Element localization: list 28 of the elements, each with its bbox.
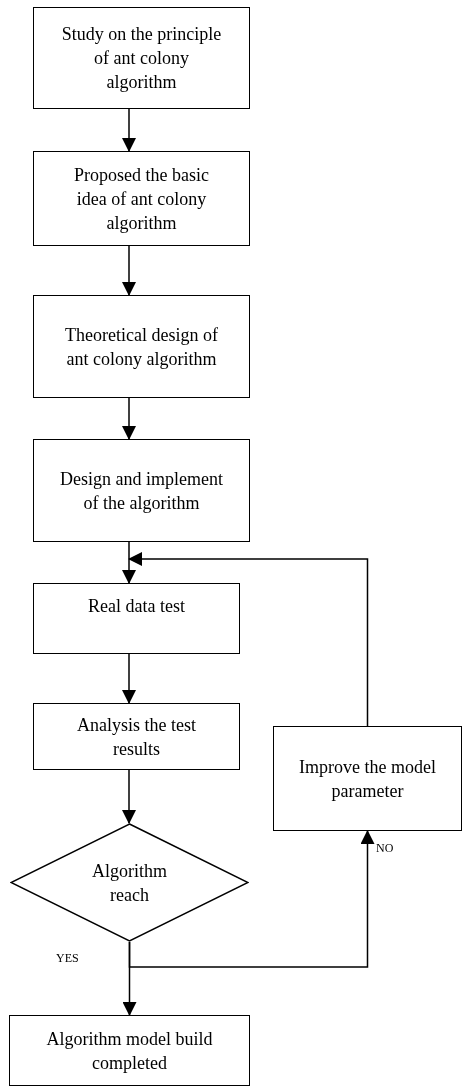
arrow	[128, 830, 375, 968]
arrow	[122, 541, 136, 584]
arrow	[122, 769, 136, 824]
process-box	[33, 439, 250, 542]
process-box	[33, 703, 240, 770]
process-box	[33, 151, 250, 246]
box-label: Improve the model parameter	[298, 755, 437, 803]
box-label: Analysis the test results	[76, 713, 197, 761]
box-label: Design and implement of the algorithm	[59, 467, 224, 515]
process-box	[9, 1015, 250, 1086]
arrow	[122, 245, 136, 296]
box-label: Proposed the basic idea of ant colony algorithm	[73, 163, 210, 235]
box-label: Theoretical design of ant colony algorithm	[64, 323, 219, 371]
arrow	[122, 108, 136, 152]
arrow	[122, 397, 136, 440]
box-label: Real data test	[87, 595, 186, 618]
box-label: Algorithm model build completed	[45, 1027, 214, 1075]
edge-label: YES	[56, 952, 79, 964]
arrow	[122, 653, 136, 704]
process-box	[33, 583, 240, 654]
box-label: Algorithm reach	[91, 859, 168, 907]
box-label: Study on the principle of ant colony algorithm	[60, 23, 223, 94]
process-box	[273, 726, 462, 831]
arrow	[128, 552, 369, 727]
edge-label: NO	[376, 842, 394, 854]
process-box	[33, 7, 250, 109]
decision-diamond	[10, 823, 249, 942]
process-box	[33, 295, 250, 398]
